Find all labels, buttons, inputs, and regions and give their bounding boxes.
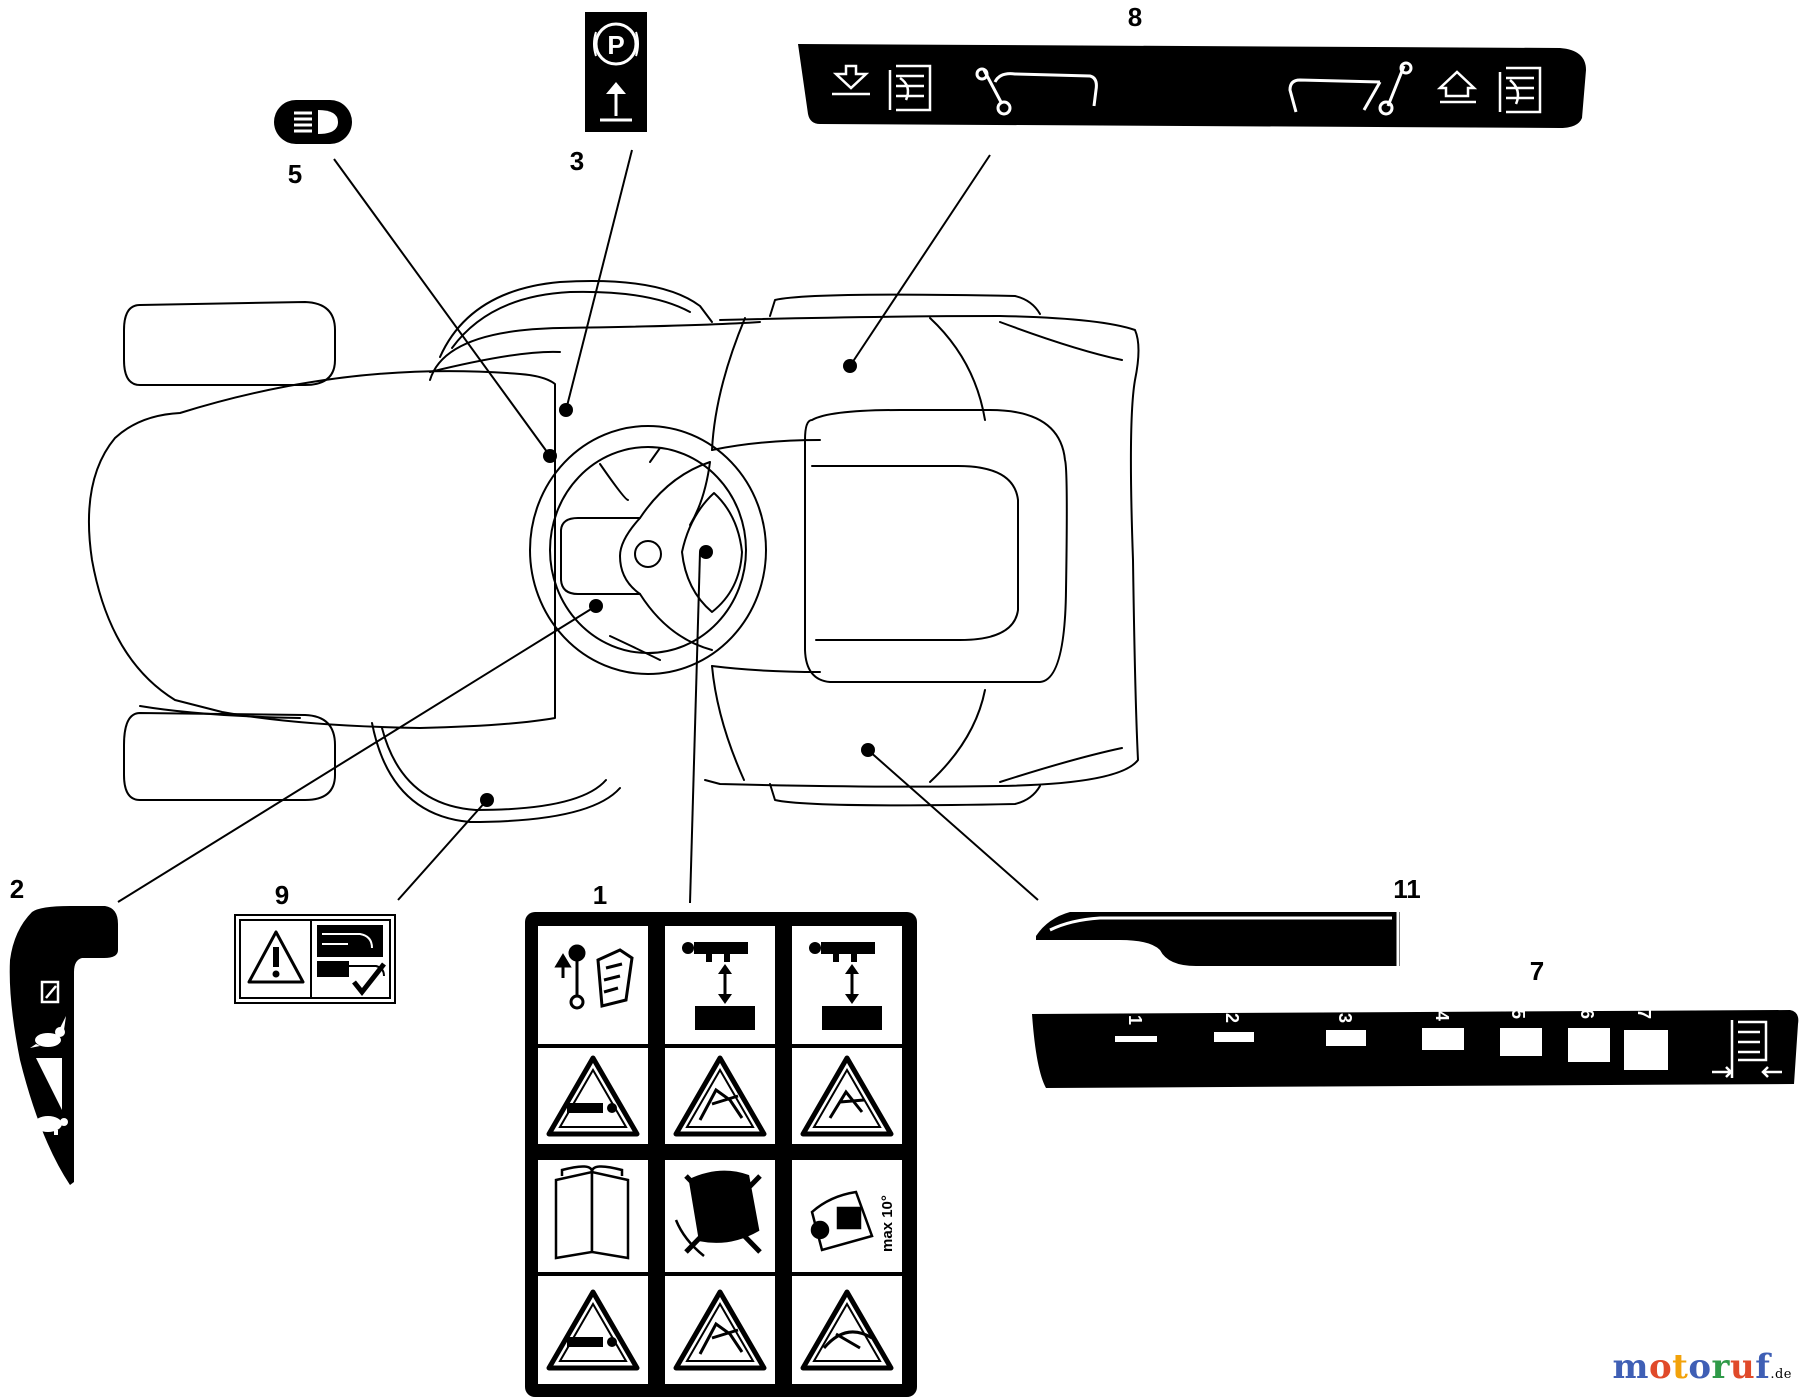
- steering-wheel-inner: [549, 446, 747, 654]
- callout-3: 3: [570, 146, 584, 176]
- brake-lever-icon: [1288, 61, 1413, 116]
- callout-8: 8: [1128, 2, 1142, 32]
- front-wheel-right: [123, 712, 336, 801]
- decal-speed-control: [9, 906, 118, 1185]
- decal-headlight: [274, 100, 352, 144]
- seat-cushion: [811, 465, 1019, 641]
- decal-brake-lever-bar: [798, 44, 1586, 128]
- height-number-5: 5: [1508, 1009, 1528, 1019]
- person-icon: [809, 942, 882, 1030]
- callout-9: 9: [275, 880, 289, 910]
- speed-wedge: [36, 1058, 62, 1110]
- rotating-blade-icon: [676, 1292, 764, 1368]
- headlight-icon: [294, 110, 338, 134]
- tilt-warning-text: max 10°: [879, 1195, 896, 1252]
- watermark-letter: m: [1612, 1347, 1649, 1387]
- warning-triangle-icon: [549, 1058, 637, 1134]
- height-number-3: 3: [1335, 1013, 1355, 1023]
- person-icon: [682, 942, 755, 1030]
- callout-5: 5: [288, 159, 302, 189]
- hand-pinch-icon: [317, 925, 386, 997]
- watermark-letter: r: [1711, 1347, 1730, 1387]
- watermark-letter: o: [1648, 1347, 1673, 1387]
- decal-cutting-height-scale: 1 2 3 4 5 6 7: [1032, 1009, 1799, 1088]
- leader-dots: [480, 359, 875, 807]
- brake-lever-icon: [975, 67, 1098, 116]
- warning-triangle-icon: [549, 1292, 637, 1368]
- parking-brake-symbol: P: [607, 30, 624, 60]
- rear-wheel-left: [769, 293, 1041, 317]
- speed-control-icon: [40, 980, 60, 1004]
- front-wheel-left: [123, 301, 336, 386]
- height-number-7: 7: [1634, 1009, 1654, 1019]
- height-scale-marks: 1 2 3 4 5 6 7: [1115, 1009, 1668, 1070]
- cutting-height-icon: [1712, 1020, 1782, 1078]
- decal-safety-panel: max 10°: [525, 912, 917, 1397]
- mower-tilt-icon: max 10°: [810, 1190, 896, 1252]
- steering-hub: [634, 540, 662, 568]
- decal-pinch-warning: [234, 914, 396, 1004]
- height-number-1: 1: [1125, 1015, 1145, 1025]
- watermark-suffix: .de: [1770, 1367, 1792, 1382]
- callout-1: 1: [593, 880, 607, 910]
- seat: [804, 409, 1068, 683]
- manual-book-icon: [554, 1165, 630, 1260]
- parking-brake-icon: P: [593, 22, 639, 122]
- leader-lines: [117, 149, 1039, 904]
- tractor-top-view: [87, 280, 1140, 823]
- height-number-6: 6: [1577, 1009, 1597, 1019]
- watermark-logo: motoruf.de: [1612, 1347, 1792, 1387]
- turtle-icon: [34, 1116, 68, 1135]
- callout-11: 11: [1393, 874, 1421, 904]
- watermark-letter: o: [1688, 1347, 1712, 1387]
- mower-tilt-icon: [803, 1292, 891, 1368]
- rotating-blade-icon: [803, 1058, 891, 1134]
- no-passenger-icon: [674, 1170, 762, 1257]
- rear-wheel-right: [769, 783, 1041, 807]
- decal-stripe: [1036, 912, 1400, 966]
- cutting-height-raise-icon: [1436, 66, 1542, 114]
- watermark-letter: f: [1755, 1347, 1771, 1387]
- warning-triangle-icon: [247, 930, 305, 984]
- rotating-blade-icon: [676, 1058, 764, 1134]
- watermark-letter: u: [1729, 1347, 1756, 1387]
- callout-2: 2: [10, 874, 24, 904]
- watermark-letter: t: [1672, 1347, 1689, 1387]
- steering-wheel-outer: [529, 425, 767, 675]
- cutting-height-lower-icon: [832, 64, 932, 112]
- callout-7: 7: [1530, 956, 1544, 986]
- ignition-key-icon: [554, 944, 634, 1010]
- height-number-2: 2: [1222, 1013, 1242, 1023]
- body-panel: [704, 315, 1140, 788]
- hood: [87, 370, 556, 729]
- height-number-4: 4: [1432, 1011, 1452, 1021]
- rabbit-icon: [30, 1016, 66, 1048]
- decal-parking-brake: P: [585, 12, 647, 132]
